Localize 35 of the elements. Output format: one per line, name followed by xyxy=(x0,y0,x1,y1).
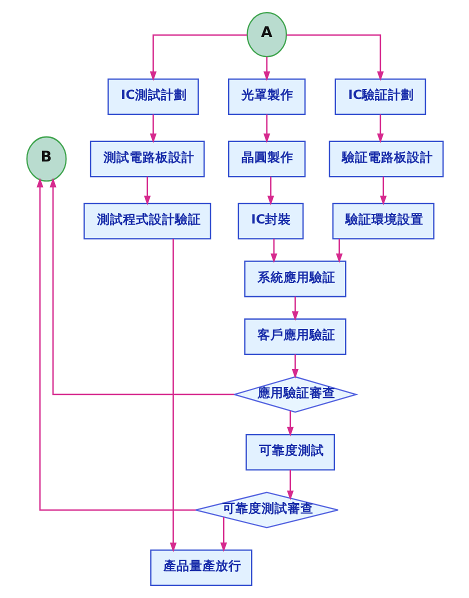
arrow xyxy=(262,114,270,144)
arrow xyxy=(169,238,176,552)
arrow xyxy=(379,176,386,206)
arrow xyxy=(49,178,234,396)
node-ellipse: B xyxy=(26,136,66,182)
node-box: IC測試計劃 xyxy=(107,78,198,116)
arrow xyxy=(144,176,150,206)
node-diamond: 應用驗証審查 xyxy=(232,376,358,413)
node-box: 可靠度測試 xyxy=(245,434,335,471)
arrow xyxy=(286,470,294,500)
arrow xyxy=(262,56,270,81)
node-box: 測試程式設計驗証 xyxy=(83,202,211,240)
arrow xyxy=(266,176,274,206)
node-box: 客戶應用驗証 xyxy=(244,318,346,355)
arrow xyxy=(335,238,342,264)
node-box: 系統應用驗証 xyxy=(244,260,346,298)
node-box: IC封裝 xyxy=(237,202,304,240)
arrow xyxy=(149,114,156,144)
node-box: 晶圓製作 xyxy=(228,140,306,178)
arrow xyxy=(286,410,294,436)
arrow xyxy=(149,34,247,82)
node-ellipse: A xyxy=(246,12,287,58)
node-box: 測試電路板設計 xyxy=(89,140,204,178)
arrow xyxy=(270,238,277,264)
arrow xyxy=(376,114,384,144)
node-box: IC驗証計劃 xyxy=(334,78,426,116)
arrow xyxy=(220,517,227,552)
arrow xyxy=(286,34,384,82)
arrow xyxy=(291,354,298,379)
node-box: 光罩製作 xyxy=(228,78,306,116)
arrow xyxy=(291,296,298,321)
node-box: 驗証電路板設計 xyxy=(328,140,444,178)
arrow xyxy=(36,178,196,511)
node-box: 驗証環境設置 xyxy=(332,202,434,240)
node-box: 產品量產放行 xyxy=(150,550,252,586)
